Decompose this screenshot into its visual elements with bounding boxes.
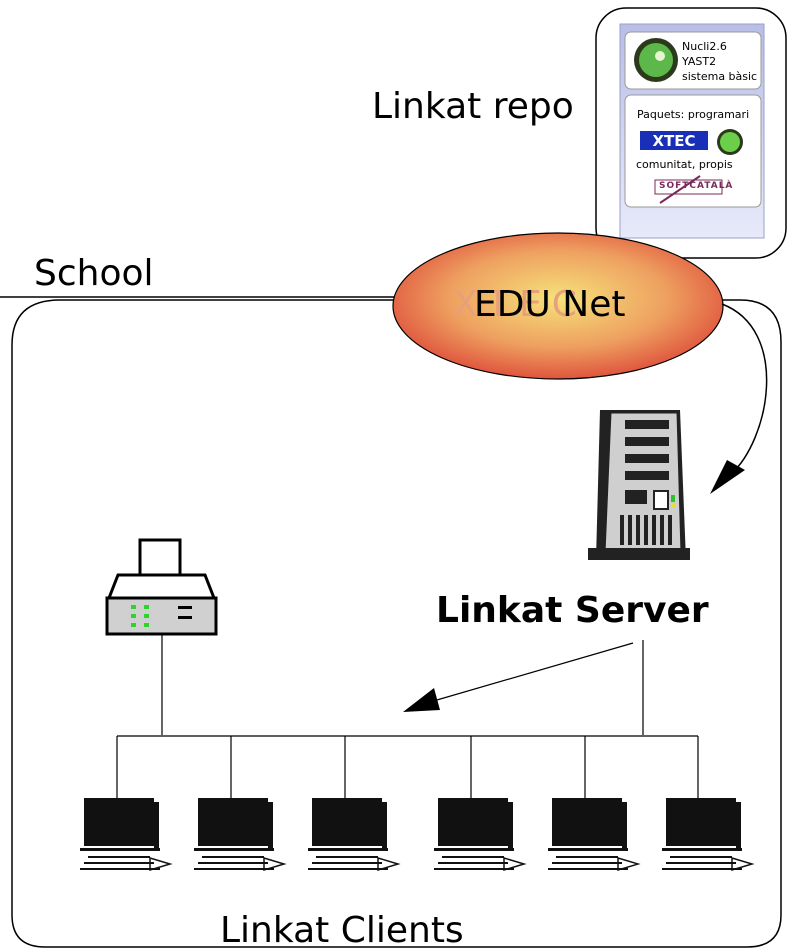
repo-packages-title: Paquets: programari [637,108,750,121]
cloud-to-server-arrow [710,303,768,494]
repo-community-text: comunitat, propis [636,158,733,171]
client-computer-icon [194,798,287,872]
suse-small-logo-icon [717,129,743,155]
client-computer-icon [662,798,755,872]
softcatala-logo [654,175,723,204]
repo-line-nucli: Nucli2.6 [682,40,727,53]
client-computer-icon [80,798,173,872]
softcatala-logo-text: SOFTCATALÀ [659,181,734,191]
linkat-repo-box: XTEC [595,7,787,259]
suse-logo-icon [634,38,678,82]
school-label: School [34,253,154,294]
network-lines [116,635,699,798]
server-icon [588,410,690,560]
edu-net-watermark: XTEC [453,284,587,325]
school-boundary [0,296,782,948]
server-to-clients-arrow [403,642,634,712]
client-computers [80,798,755,872]
linkat-repo-label: Linkat repo [372,86,574,127]
repo-line-sistema: sistema bàsic [682,70,758,83]
repo-line-yast: YAST2 [682,55,717,68]
client-computer-icon [308,798,401,872]
xtec-logo-text: XTEC [652,132,695,150]
linkat-server-label: Linkat Server [436,590,709,631]
client-computer-icon [548,798,641,872]
client-computer-icon [434,798,527,872]
xtec-logo: XTEC [640,131,708,150]
printer-icon [105,538,218,636]
edu-net-label: EDU Net [474,284,626,325]
edu-net-cloud [392,232,724,380]
linkat-clients-label: Linkat Clients [220,910,464,951]
